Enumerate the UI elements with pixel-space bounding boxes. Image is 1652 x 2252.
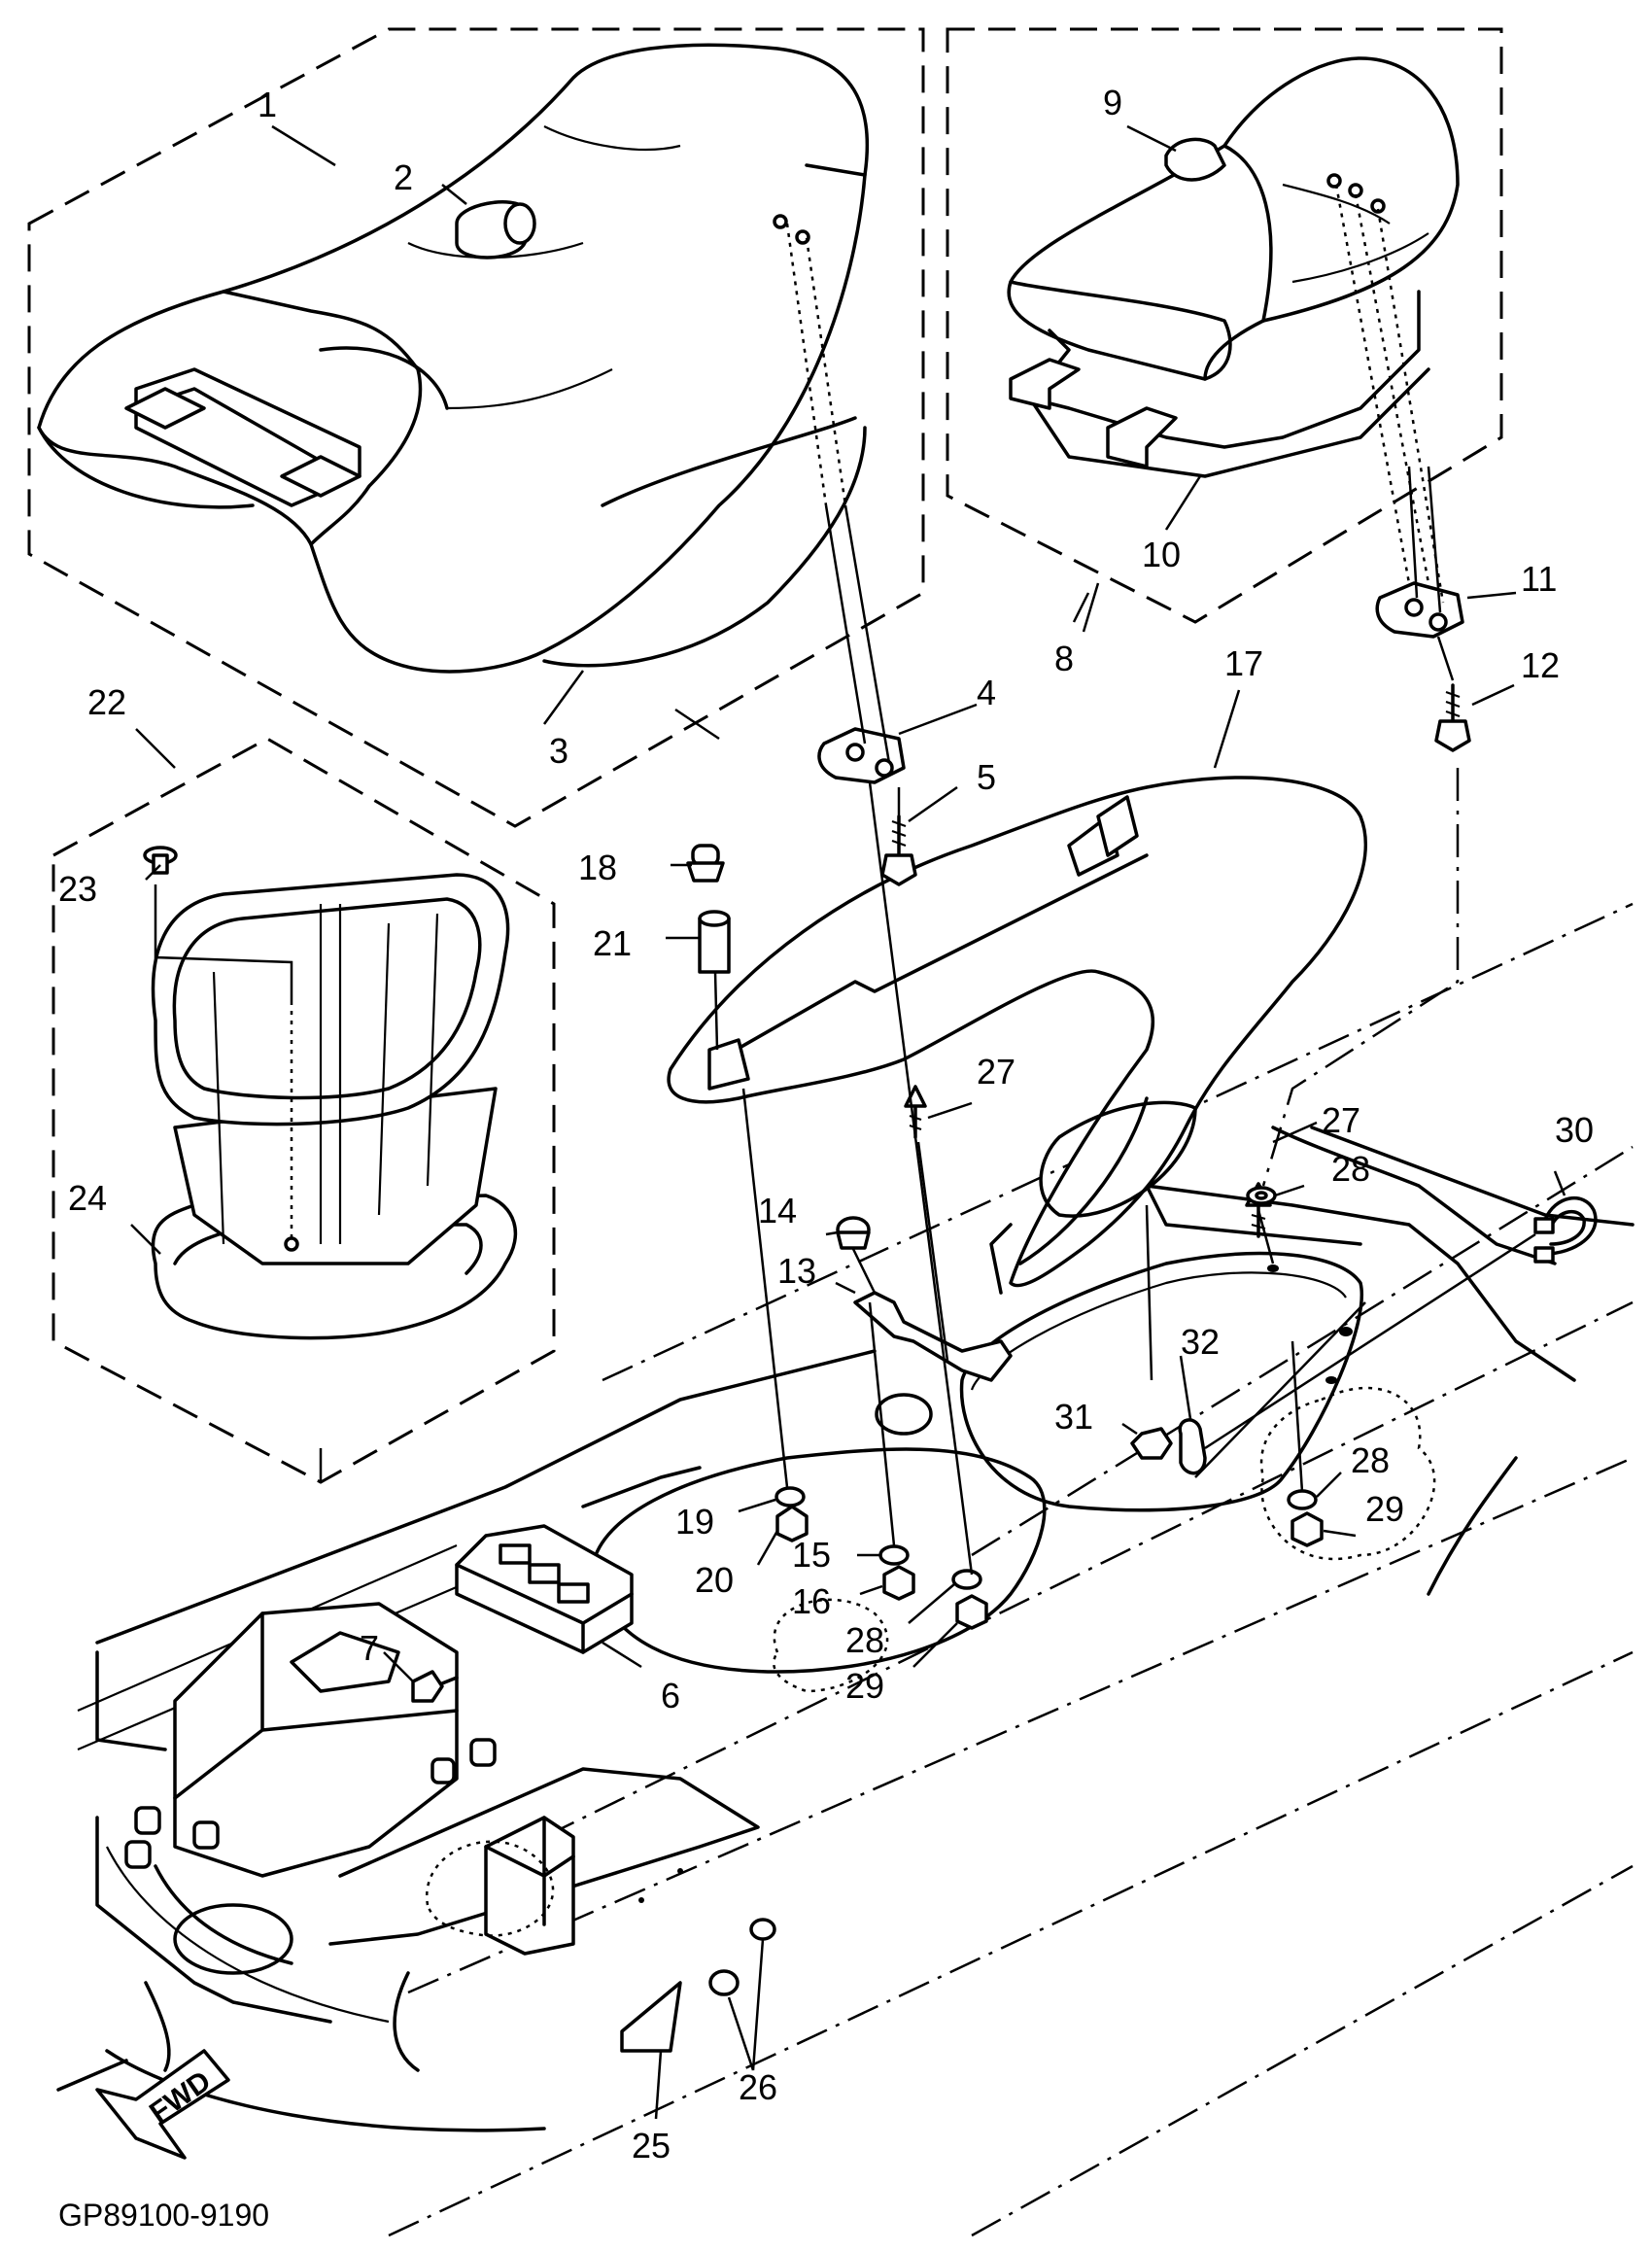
rivet-23 [143, 846, 178, 875]
callout-leaders [130, 124, 1566, 2120]
callout-6: 6 [661, 1676, 680, 1715]
storage-box [151, 873, 517, 1340]
washer-15 [878, 1544, 910, 1566]
screw-18 [686, 844, 725, 883]
callout-10: 10 [1142, 535, 1181, 574]
callout-19: 19 [675, 1502, 714, 1542]
callout-labels: 1 2 3 4 5 6 7 8 9 10 11 12 13 14 15 16 1… [58, 83, 1594, 2165]
plug-26a [708, 1969, 740, 1996]
callout-2: 2 [394, 157, 413, 197]
screw-7 [411, 1670, 459, 1703]
callout-11: 11 [1521, 559, 1557, 599]
deck-pegs [124, 1738, 497, 1869]
callout-25: 25 [632, 2126, 671, 2165]
callout-30: 30 [1555, 1110, 1594, 1150]
callout-15: 15 [792, 1535, 831, 1575]
figure-code: GP89100-9190 [58, 2198, 269, 2233]
callout-23: 23 [58, 869, 97, 909]
callout-28c: 28 [1351, 1440, 1390, 1480]
nut-12 [1434, 683, 1471, 752]
callout-8: 8 [1054, 639, 1074, 678]
fwd-arrow-icon: FWD [95, 2049, 230, 2160]
plate-32 [1178, 1418, 1207, 1475]
callout-12: 12 [1521, 645, 1560, 685]
callout-1: 1 [258, 85, 277, 124]
washer-19 [774, 1486, 806, 1507]
callout-32: 32 [1181, 1322, 1220, 1362]
plug-26b [749, 1918, 776, 1941]
callout-29b: 29 [1365, 1489, 1404, 1529]
washer-28c [1287, 1489, 1318, 1510]
bracket-13 [853, 1291, 1013, 1382]
collar-21 [698, 910, 731, 974]
nut-20 [775, 1505, 809, 1542]
assembly-box-8 [946, 27, 1503, 624]
callout-14: 14 [758, 1191, 797, 1230]
callout-22: 22 [87, 682, 126, 722]
seat-base [667, 776, 1367, 1295]
u-bolt-30 [1533, 1195, 1598, 1264]
callout-29a: 29 [845, 1666, 884, 1706]
callout-3: 3 [549, 731, 568, 771]
callout-28a: 28 [1331, 1149, 1370, 1189]
callout-16: 16 [792, 1581, 831, 1621]
callout-7: 7 [360, 1628, 379, 1668]
callout-27b: 27 [1322, 1100, 1360, 1140]
callout-9: 9 [1103, 83, 1122, 122]
callout-31: 31 [1054, 1397, 1093, 1437]
callout-28b: 28 [845, 1620, 884, 1660]
bolt-5 [880, 814, 917, 886]
decal-25 [620, 1981, 682, 2053]
nut-31 [1130, 1427, 1173, 1460]
callout-26: 26 [739, 2067, 777, 2107]
parts [143, 581, 1598, 2053]
nut-29b [1291, 1511, 1324, 1547]
assembly-box-22 [52, 737, 556, 1484]
callout-24: 24 [68, 1178, 107, 1218]
nut-16 [882, 1565, 915, 1601]
callout-18: 18 [578, 848, 617, 887]
rear-seat [1007, 56, 1460, 478]
nut-29a [955, 1594, 988, 1630]
callout-13: 13 [777, 1251, 816, 1291]
guide-lines [154, 184, 1536, 1576]
tray-6 [455, 1524, 634, 1654]
assembly-box-1 [27, 27, 925, 828]
washer-28b [951, 1569, 982, 1590]
callout-21: 21 [593, 923, 632, 963]
front-seat [37, 43, 870, 674]
callout-5: 5 [977, 757, 996, 797]
callout-17: 17 [1224, 643, 1263, 683]
callout-20: 20 [695, 1560, 734, 1600]
hull-deck [56, 902, 1635, 2237]
callout-4: 4 [977, 673, 996, 712]
callout-27a: 27 [977, 1052, 1015, 1091]
screw-14 [836, 1216, 871, 1250]
